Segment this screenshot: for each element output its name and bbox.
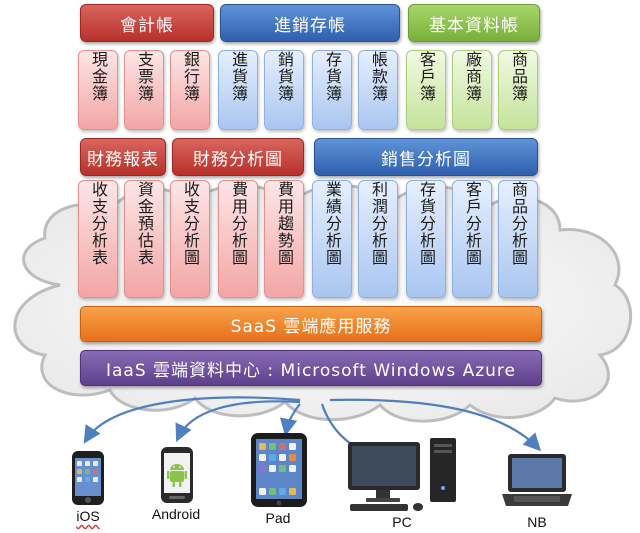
financial-charts-header: 財務分析圖 [172, 138, 304, 176]
report-box-fund-forecast: 資金預估表 [124, 180, 164, 298]
ledger-box-bank: 銀行簿 [170, 50, 210, 130]
report-box-expense-chart: 費用分析圖 [218, 180, 258, 298]
device-label-pad: Pad [265, 510, 291, 526]
report-box-label: 收支分析圖 [181, 181, 200, 266]
ledger-box-label: 存貨簿 [323, 51, 342, 102]
arrow-to-android [175, 400, 301, 442]
report-box-profit: 利潤分析圖 [358, 180, 398, 298]
report-box-income-expense-chart: 收支分析圖 [170, 180, 210, 298]
accounting-header: 會計帳 [80, 4, 214, 42]
report-box-label: 商品分析圖 [509, 181, 528, 266]
report-box-inventory: 存貨分析圖 [406, 180, 446, 298]
report-box-label: 費用趨勢圖 [275, 181, 294, 266]
ledger-box-purchase: 進貨簿 [218, 50, 258, 130]
saas-band: SaaS 雲端應用服務 [80, 306, 542, 342]
report-box-performance: 業績分析圖 [312, 180, 352, 298]
report-box-label: 客戶分析圖 [463, 181, 482, 266]
android-phone-icon [161, 447, 193, 503]
arrow-to-ios [83, 396, 301, 444]
device-label-nb: NB [527, 514, 547, 530]
report-box-customer: 客戶分析圖 [452, 180, 492, 298]
ledger-box-label: 廠商簿 [463, 51, 482, 102]
report-box-label: 存貨分析圖 [417, 181, 436, 266]
device-label-pc: PC [392, 514, 412, 530]
ledger-box-check: 支票簿 [124, 50, 164, 130]
ledger-box-vendor: 廠商簿 [452, 50, 492, 130]
report-box-label: 費用分析圖 [229, 181, 248, 266]
report-box-label: 收支分析表 [89, 181, 108, 266]
laptop-icon [502, 454, 572, 506]
ledger-box-inventory: 存貨簿 [312, 50, 352, 130]
financial-reports-header: 財務報表 [80, 138, 166, 176]
ledger-box-customer: 客戶簿 [406, 50, 446, 130]
report-box-label: 資金預估表 [135, 181, 154, 266]
ledger-box-accounts: 帳款簿 [358, 50, 398, 130]
arrow-to-nb [329, 398, 542, 452]
iaas-band: IaaS 雲端資料中心 : Microsoft Windows Azure [80, 350, 542, 386]
ledger-box-label: 客戶簿 [417, 51, 436, 102]
device-label-android: Android [151, 506, 201, 522]
ledger-box-sales: 銷貨簿 [264, 50, 304, 130]
report-box-income-expense-table: 收支分析表 [78, 180, 118, 298]
report-box-product: 商品分析圖 [498, 180, 538, 298]
ledger-box-cash: 現金簿 [78, 50, 118, 130]
iphone-icon [72, 451, 104, 505]
ledger-box-label: 支票簿 [135, 51, 154, 102]
master-data-header: 基本資料帳 [408, 4, 540, 42]
sales-inventory-header: 進銷存帳 [220, 4, 400, 42]
report-box-expense-trend: 費用趨勢圖 [264, 180, 304, 298]
ledger-box-label: 帳款簿 [369, 51, 388, 102]
sales-charts-header: 銷售分析圖 [314, 138, 538, 176]
tablet-icon [251, 433, 307, 507]
ledger-box-label: 進貨簿 [229, 51, 248, 102]
arrow-to-pad [279, 403, 301, 437]
ledger-box-label: 現金簿 [89, 51, 108, 102]
ledger-box-label: 銷貨簿 [275, 51, 294, 102]
desktop-pc-icon [348, 438, 456, 511]
report-box-label: 利潤分析圖 [369, 181, 388, 266]
ios-text: iOS [76, 508, 100, 524]
ledger-box-label: 銀行簿 [181, 51, 200, 102]
device-label-ios: iOS [48, 508, 128, 524]
report-box-label: 業績分析圖 [323, 181, 342, 266]
ledger-box-label: 商品簿 [509, 51, 528, 102]
ledger-box-product: 商品簿 [498, 50, 538, 130]
